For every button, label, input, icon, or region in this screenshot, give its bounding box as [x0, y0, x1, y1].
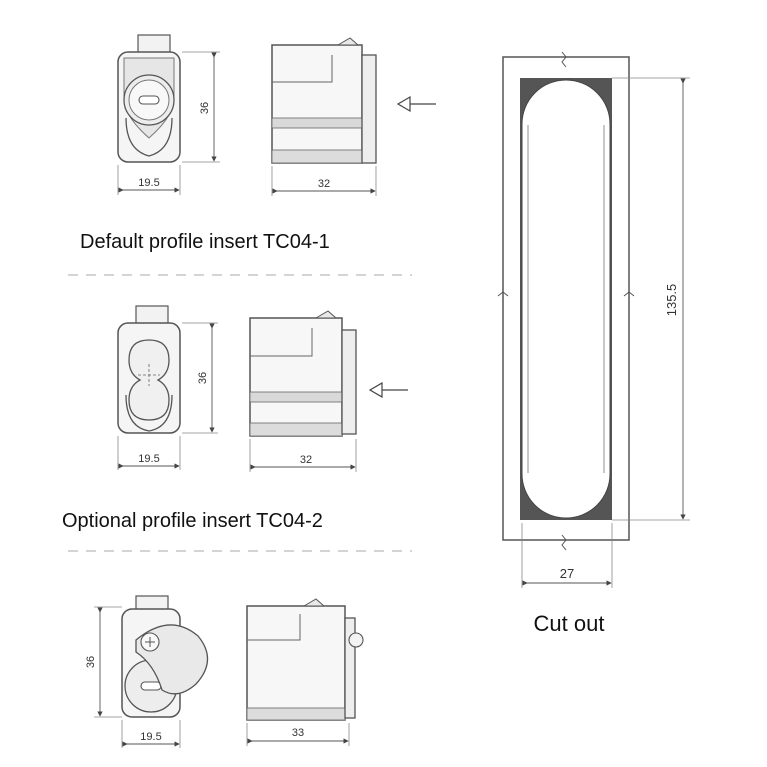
- insert-tc04-1-front-dimensions: 36 19.5: [117, 51, 220, 195]
- cutout-width-label: 27: [560, 566, 574, 581]
- insert-tc04-2-side-dimensions: 32: [249, 439, 357, 472]
- row2-front-width-label: 19.5: [138, 453, 159, 465]
- insert-direction-arrow-1: [396, 95, 436, 113]
- insert-tc04-1-caption: Default profile insert TC04-1: [80, 231, 330, 253]
- insert-row3-front-view: [121, 595, 209, 718]
- insert-row3-side-view: [246, 598, 364, 721]
- insert-tc04-2-front-view: [117, 305, 181, 434]
- cutout-drawing: [497, 51, 635, 551]
- cutout-caption: Cut out: [534, 611, 605, 636]
- row3-side-width-label: 33: [292, 727, 304, 739]
- cutout-height-label: 135.5: [664, 284, 679, 317]
- insert-tc04-2-front-dimensions: 36 19.5: [117, 322, 218, 470]
- row2-side-width-label: 32: [300, 454, 312, 466]
- insert-tc04-1-side-dimensions: 32: [271, 166, 377, 196]
- insert-row3-front-dimensions: 36 19.5: [85, 606, 181, 748]
- row1-front-width-label: 19.5: [138, 177, 159, 189]
- insert-tc04-1-side-view: [271, 37, 377, 164]
- row3-front-width-label: 19.5: [140, 731, 161, 743]
- insert-tc04-1-front-view: [117, 34, 181, 163]
- insert-tc04-2-caption: Optional profile insert TC04-2: [62, 510, 323, 532]
- insert-tc04-2-side-view: [249, 310, 357, 437]
- insert-row3-side-dimensions: 33: [246, 723, 350, 746]
- row2-front-height-label: 36: [197, 372, 209, 384]
- row1-side-width-label: 32: [318, 178, 330, 190]
- cutout-dimensions: 135.5 27: [521, 77, 690, 588]
- row3-front-height-label: 36: [85, 656, 97, 668]
- insert-direction-arrow-2: [368, 381, 408, 399]
- row1-front-height-label: 36: [199, 102, 211, 114]
